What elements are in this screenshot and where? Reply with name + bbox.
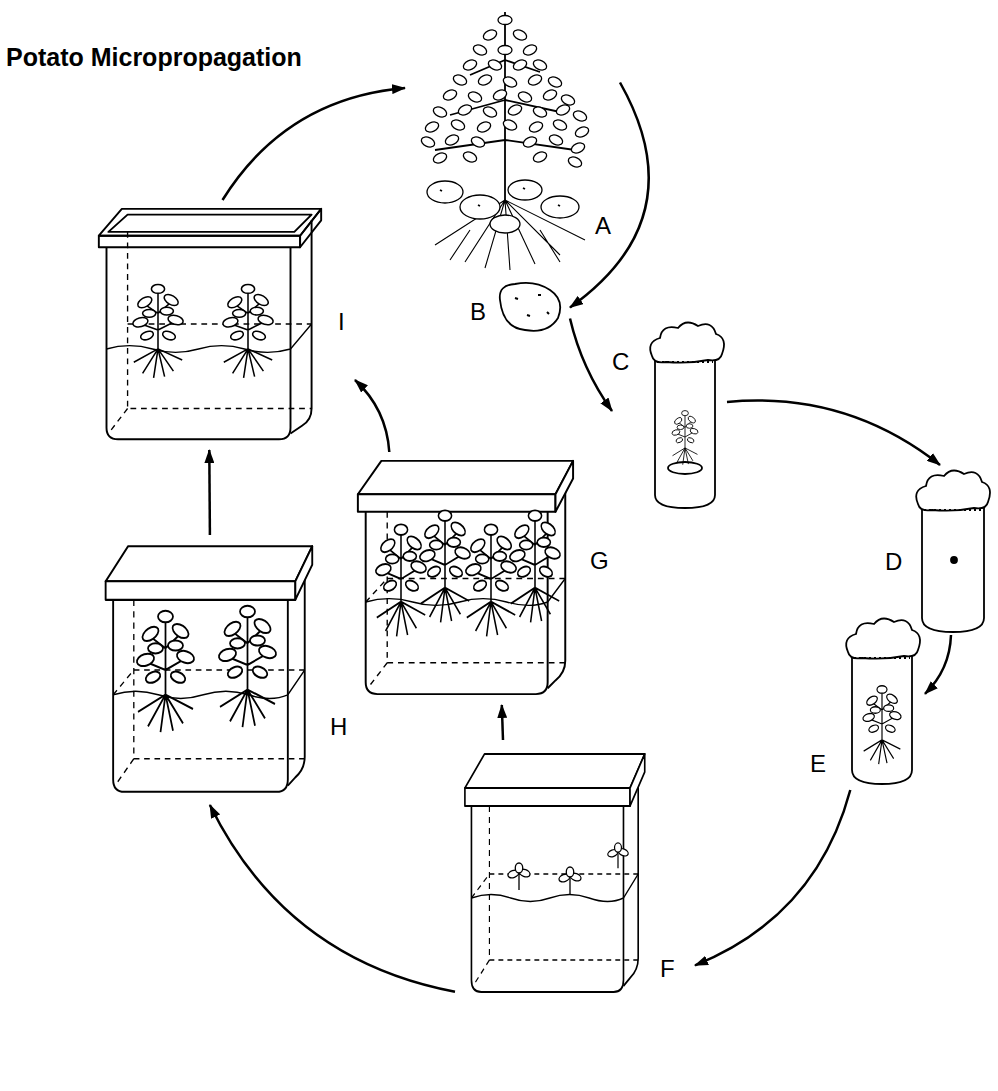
flow-arrow	[925, 635, 951, 694]
stage-letter: C	[612, 348, 629, 376]
stage-letter: H	[330, 713, 347, 741]
stage-letter: G	[590, 547, 609, 575]
culture-tube	[650, 322, 724, 508]
plantlet	[672, 411, 699, 465]
plantlet	[132, 284, 184, 377]
flow-arrow	[695, 790, 850, 965]
stage-letter: E	[810, 750, 826, 778]
open-container	[99, 209, 321, 439]
flow-arrow	[355, 380, 389, 452]
flow-arrow	[570, 319, 612, 412]
culture-tube	[916, 470, 990, 632]
flow-arrow	[210, 805, 455, 992]
plantlet	[419, 510, 471, 622]
plantlet	[218, 606, 277, 727]
flow-arrow	[727, 401, 940, 465]
sprout	[607, 843, 629, 868]
stage-letter: F	[660, 955, 675, 983]
diagram-title: Potato Micropropagation	[6, 42, 302, 72]
stage-letter: D	[885, 548, 902, 576]
plantlet	[465, 524, 517, 636]
culture-tube	[846, 618, 920, 784]
flow-arrow	[502, 705, 503, 740]
flow-arrow	[223, 88, 406, 200]
stage-group: G	[350, 452, 612, 705]
plantlet	[136, 611, 195, 732]
stage-letter: I	[338, 308, 345, 336]
stage-group: E	[810, 615, 925, 790]
stage-group: B	[470, 280, 570, 335]
plantlet	[222, 284, 274, 377]
flow-arrow	[570, 83, 649, 308]
sprout	[558, 867, 582, 894]
flow-arrow	[208, 450, 211, 535]
sprout	[507, 863, 531, 890]
stage-group: D	[885, 465, 995, 635]
stage-group: H	[95, 535, 350, 805]
stage-letter: B	[470, 298, 486, 326]
lidded-container	[106, 546, 313, 792]
stage-group: I	[90, 200, 355, 450]
stage-letter: A	[595, 212, 611, 240]
lidded-container	[358, 461, 573, 694]
tuber	[500, 283, 560, 331]
potato-plant	[420, 12, 590, 270]
plantlet	[862, 686, 902, 764]
stage-group: F	[455, 740, 695, 1005]
plantlet	[375, 524, 427, 636]
lidded-container	[465, 754, 645, 992]
plantlet	[509, 510, 561, 622]
stage-group: C	[612, 330, 727, 510]
stage-group: A	[405, 0, 620, 275]
